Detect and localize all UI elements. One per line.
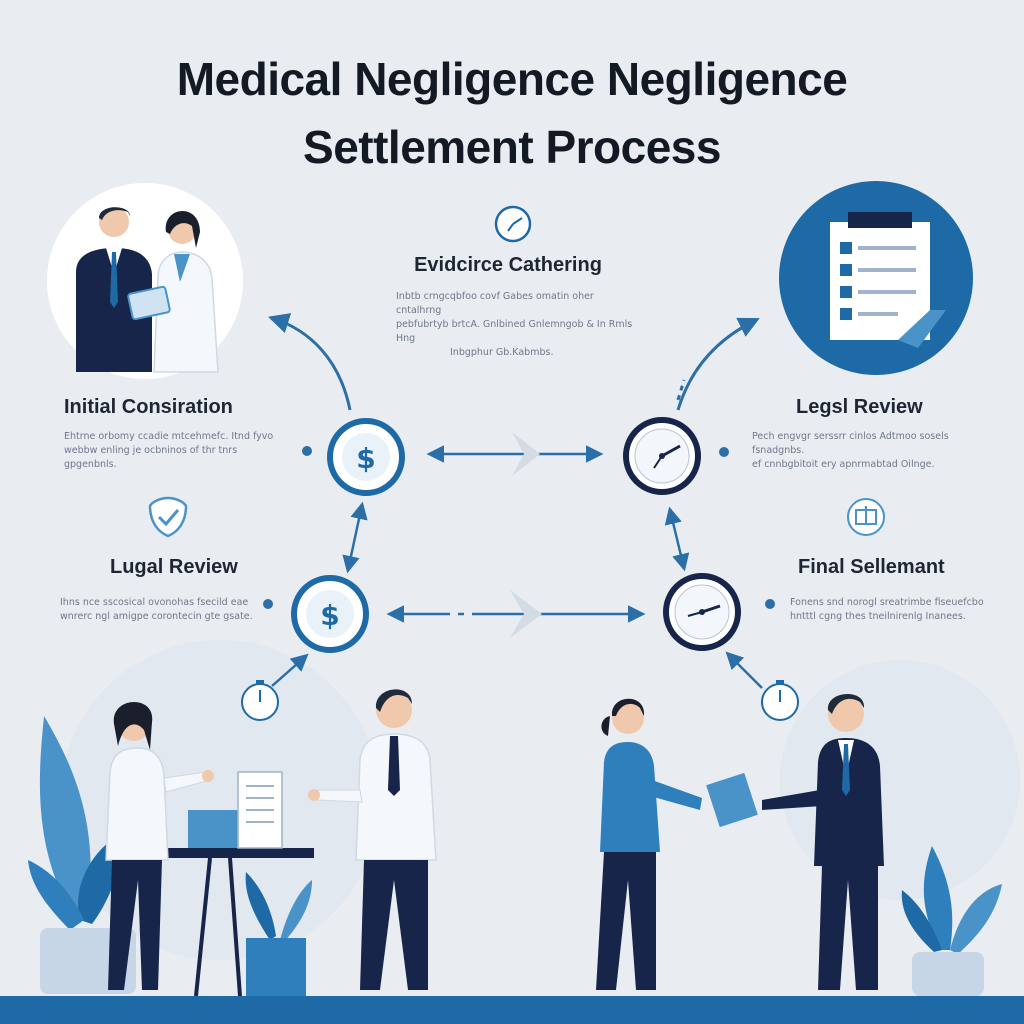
- svg-text:$: $: [356, 442, 375, 475]
- folder: [706, 772, 758, 828]
- step-desc-legal-review-right: Pech engvgr serssrr cinlos Adtmoo sosels…: [752, 430, 972, 472]
- desc-line: hntttl cgng thes tneilnirenlg Inanees.: [790, 611, 966, 622]
- bullet-dot: [302, 446, 312, 456]
- floor-bar: [0, 996, 1024, 1024]
- desc-line: Pech engvgr serssrr cinlos Adtmoo sosels…: [752, 431, 949, 456]
- step-label-legal-review-left: Lugal Review: [110, 556, 238, 578]
- person-doctor-man: [308, 689, 437, 990]
- plant-right: [901, 846, 1002, 996]
- desc-line: wnrerc ngl amigpe corontecin gte gsate.: [60, 611, 253, 622]
- step-desc-legal-review-left: Ihns nce sscosical ovonohas fsecild eae …: [60, 596, 260, 624]
- arrow-small-right: [725, 651, 763, 689]
- clock-icon-bottom-right: [761, 680, 799, 721]
- table: [168, 771, 314, 997]
- step-label-initial-consultation: Initial Consiration: [64, 396, 233, 418]
- bullet-dot: [765, 599, 775, 609]
- clock-node-bottom: [663, 573, 741, 651]
- arrow-vertical-right: [664, 506, 690, 572]
- desc-line: Inbtb crngcqbfoo covf Gabes omatin oher …: [396, 291, 594, 316]
- chevron-decoration: [512, 432, 540, 476]
- desc-line: Ehtrne orbomy ccadie mtcehmefc. Itnd fyv…: [64, 431, 274, 442]
- consultation-illustration: [47, 183, 243, 379]
- person-businessman: [762, 693, 884, 990]
- dollar-node-bottom: $: [291, 575, 369, 653]
- bottom-scene-illustration: [28, 689, 1002, 997]
- check-shield-icon: [148, 496, 188, 538]
- clock-icon-top: [494, 205, 532, 243]
- clock-node-top: [623, 417, 701, 495]
- person-doctor-woman: [105, 701, 214, 990]
- desc-line: Inbgphur Gb.Kabmbs.: [450, 347, 554, 358]
- page-title-line-2: Settlement Process: [303, 121, 721, 173]
- clipboard-icon: [779, 181, 973, 375]
- arrow-to-legal-review: [676, 317, 760, 411]
- arrow-vertical-left: [342, 501, 368, 574]
- bullet-dot: [719, 447, 729, 457]
- clock-icon-bottom-left: [241, 680, 279, 721]
- step-label-final-settlement: Final Sellemant: [798, 556, 945, 578]
- step-desc-evidence-gathering: Inbtb crngcqbfoo covf Gabes omatin oher …: [396, 290, 636, 360]
- step-label-legal-review-right: Legsl Review: [796, 396, 923, 418]
- desc-line: Ihns nce sscosical ovonohas fsecild eae: [60, 597, 249, 608]
- step-desc-initial-consultation: Ehtrne orbomy ccadie mtcehmefc. Itnd fyv…: [64, 430, 284, 472]
- svg-text:$: $: [320, 599, 339, 632]
- dollar-node-top: $: [327, 418, 405, 496]
- desc-line: Fonens snd norogl sreatrimbe fiseuefcbo: [790, 597, 984, 608]
- arrow-small-left: [271, 653, 309, 687]
- bullet-dot: [263, 599, 273, 609]
- desc-line: webbw enling je ocbninos of thr tnrs gpg…: [64, 445, 238, 470]
- chevron-decoration: [510, 590, 542, 638]
- page-title-line-1: Medical Negligence Negligence: [176, 53, 848, 105]
- plant-center: [245, 872, 312, 996]
- settlement-icon: [847, 498, 885, 536]
- person-woman-blue: [596, 698, 702, 990]
- desc-line: ef cnnbgbitoit ery apnrmabtad Oilnge.: [752, 459, 935, 470]
- desc-line: pebfubrtyb brtcA. Gnlbined Gnlemngob & I…: [396, 319, 633, 344]
- arrow-to-initial-consultation: [267, 313, 352, 411]
- step-desc-final-settlement: Fonens snd norogl sreatrimbe fiseuefcbo …: [790, 596, 990, 624]
- step-label-evidence-gathering: Evidcirce Cathering: [414, 254, 602, 276]
